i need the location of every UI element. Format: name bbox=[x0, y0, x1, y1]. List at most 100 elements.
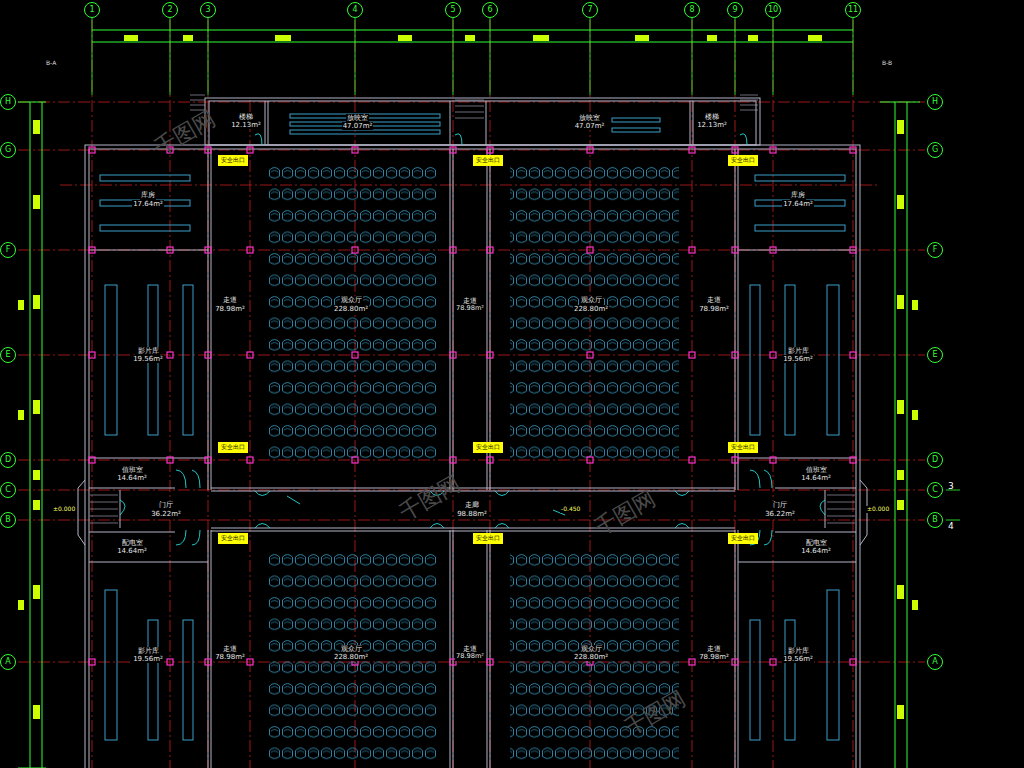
axis-bubble: 3 bbox=[200, 2, 216, 18]
room-name: 影片库 bbox=[137, 347, 160, 355]
room-area-value: 228.80m² bbox=[573, 305, 609, 313]
axis-bubble: 6 bbox=[482, 2, 498, 18]
room-area: 放映室47.07m² bbox=[270, 102, 445, 142]
room-name: 配电室 bbox=[121, 539, 144, 547]
watermark: 千图网 bbox=[395, 472, 464, 526]
axis-bubble: E bbox=[927, 347, 943, 363]
elevation-mark: ±0.000 bbox=[866, 506, 890, 513]
axis-number: F bbox=[932, 245, 939, 254]
room-area: 走道78.98m² bbox=[454, 548, 486, 758]
room-name: 楼梯 bbox=[704, 113, 720, 121]
room-area: 观众厅228.80m² bbox=[492, 152, 690, 457]
section-note: B-B bbox=[882, 60, 892, 67]
room-name: 放映室 bbox=[578, 114, 601, 122]
room-area: 值班室14.64m² bbox=[776, 462, 856, 486]
room-area-value: 228.80m² bbox=[333, 305, 369, 313]
room-area: 走道78.98m² bbox=[212, 548, 248, 758]
axis-number: 2 bbox=[166, 5, 173, 14]
axis-number: 10 bbox=[767, 5, 779, 14]
room-area-value: 17.64m² bbox=[132, 200, 164, 208]
room-area: 影片库19.56m² bbox=[92, 580, 204, 730]
axis-number: 1 bbox=[88, 5, 95, 14]
axis-number: B bbox=[4, 515, 12, 524]
room-name: 走道 bbox=[462, 645, 478, 653]
axis-bubble: C bbox=[0, 482, 16, 498]
room-name: 走道 bbox=[222, 645, 238, 653]
room-area-value: 14.64m² bbox=[800, 474, 832, 482]
axis-bubble: F bbox=[927, 242, 943, 258]
room-area: 观众厅228.80m² bbox=[252, 152, 450, 457]
axis-number: D bbox=[931, 455, 939, 464]
room-name: 观众厅 bbox=[580, 645, 603, 653]
room-area-value: 47.07m² bbox=[574, 122, 606, 130]
axis-number: A bbox=[931, 657, 938, 666]
axis-bubble: E bbox=[0, 347, 16, 363]
room-area-value: 98.88m² bbox=[456, 510, 488, 518]
room-name: 走道 bbox=[706, 645, 722, 653]
axis-bubble: D bbox=[0, 452, 16, 468]
exit-tag: 安全出口 bbox=[473, 442, 503, 453]
axis-number: A bbox=[4, 657, 11, 666]
axis-bubble: F bbox=[0, 242, 16, 258]
room-area-value: 36.22m² bbox=[764, 510, 796, 518]
room-area-value: 14.64m² bbox=[116, 474, 148, 482]
room-area: 走道78.98m² bbox=[212, 152, 248, 457]
axis-number: 7 bbox=[586, 5, 593, 14]
room-name: 观众厅 bbox=[340, 296, 363, 304]
room-name: 影片库 bbox=[137, 647, 160, 655]
elevation-mark: -0.450 bbox=[560, 506, 581, 513]
room-area-value: 12.13m² bbox=[230, 121, 262, 129]
axis-number: H bbox=[4, 97, 12, 106]
axis-bubble: A bbox=[0, 654, 16, 670]
axis-bubble: D bbox=[927, 452, 943, 468]
room-area: 观众厅228.80m² bbox=[492, 548, 690, 758]
room-area: 楼梯12.13m² bbox=[694, 103, 730, 139]
room-area-value: 19.56m² bbox=[132, 655, 164, 663]
exit-tag: 安全出口 bbox=[218, 155, 248, 166]
room-area: 走道78.98m² bbox=[694, 152, 734, 457]
axis-number: C bbox=[4, 485, 12, 494]
room-area-value: 12.13m² bbox=[696, 121, 728, 129]
room-name: 走道 bbox=[462, 297, 478, 305]
axis-number: D bbox=[4, 455, 12, 464]
axis-note: 3 bbox=[948, 482, 954, 492]
room-area-value: 36.22m² bbox=[150, 510, 182, 518]
room-name: 配电室 bbox=[805, 539, 828, 547]
axis-bubble: 7 bbox=[582, 2, 598, 18]
room-name: 库房 bbox=[140, 191, 156, 199]
room-area: 门厅36.22m² bbox=[128, 493, 204, 526]
room-area: 放映室47.07m² bbox=[492, 102, 687, 142]
axis-number: 11 bbox=[847, 5, 859, 14]
axis-bubble: 9 bbox=[727, 2, 743, 18]
room-area: 库房17.64m² bbox=[92, 152, 204, 247]
axis-bubble: 11 bbox=[845, 2, 861, 18]
axis-number: 3 bbox=[204, 5, 211, 14]
axis-bubble: 8 bbox=[684, 2, 700, 18]
room-area-value: 19.56m² bbox=[782, 655, 814, 663]
axis-bubble: H bbox=[0, 94, 16, 110]
room-name: 值班室 bbox=[805, 466, 828, 474]
room-area: 配电室14.64m² bbox=[92, 534, 172, 560]
exit-tag: 安全出口 bbox=[218, 533, 248, 544]
axis-number: E bbox=[4, 350, 11, 359]
room-area-value: 17.64m² bbox=[782, 200, 814, 208]
room-area-value: 228.80m² bbox=[573, 653, 609, 661]
axis-bubble: B bbox=[927, 512, 943, 528]
axis-bubble: 10 bbox=[765, 2, 781, 18]
room-area: 影片库19.56m² bbox=[742, 580, 854, 730]
room-area: 影片库19.56m² bbox=[742, 255, 854, 455]
axis-number: 8 bbox=[688, 5, 695, 14]
room-name: 放映室 bbox=[346, 114, 369, 122]
room-name: 走廊 bbox=[464, 501, 480, 509]
axis-bubble: 1 bbox=[84, 2, 100, 18]
room-area-value: 47.07m² bbox=[342, 122, 374, 130]
room-area-value: 78.98m² bbox=[455, 653, 485, 661]
room-name: 楼梯 bbox=[238, 113, 254, 121]
axis-bubble: B bbox=[0, 512, 16, 528]
room-area: 库房17.64m² bbox=[742, 152, 854, 247]
axis-bubble: A bbox=[927, 654, 943, 670]
watermark: 千图网 bbox=[590, 487, 659, 541]
room-area-value: 78.98m² bbox=[214, 653, 246, 661]
room-area: 楼梯12.13m² bbox=[228, 103, 264, 139]
axis-number: G bbox=[4, 145, 12, 154]
